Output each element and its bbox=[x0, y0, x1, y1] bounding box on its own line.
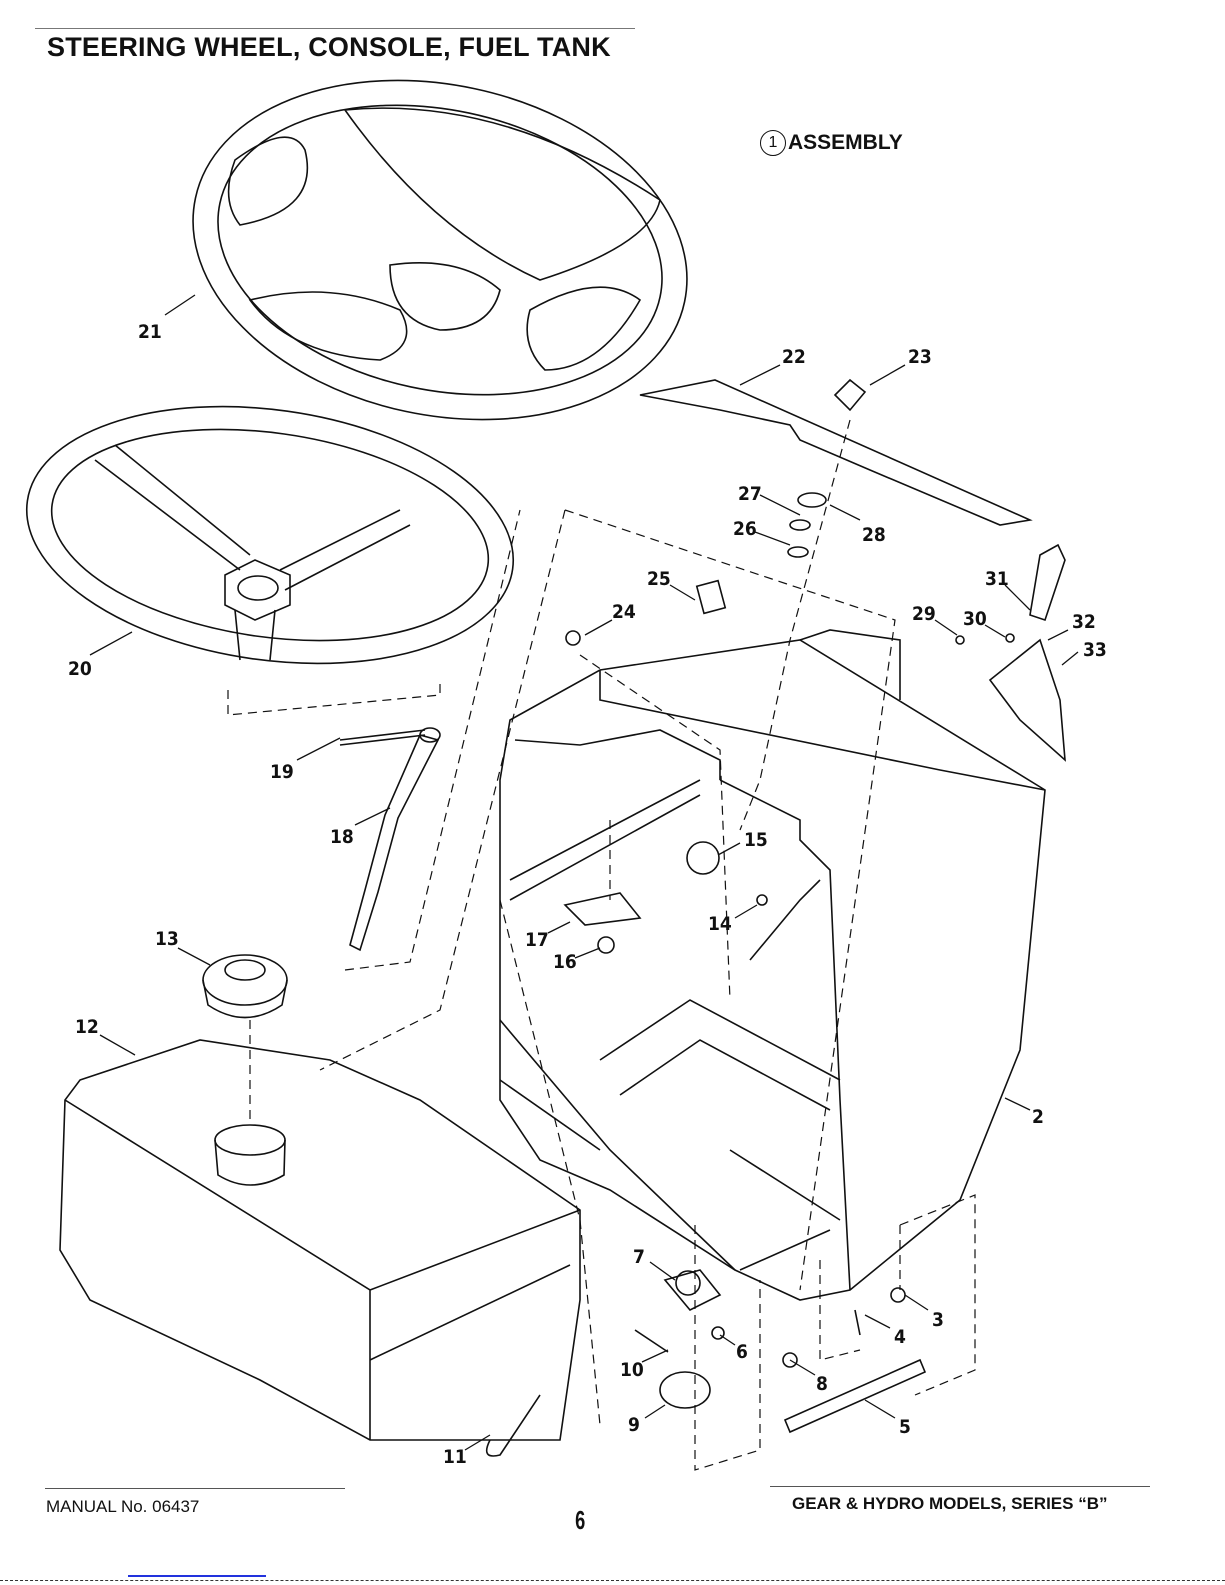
callout-33: 33 bbox=[1083, 639, 1107, 661]
footer-rule-right bbox=[770, 1486, 1150, 1487]
callout-5: 5 bbox=[899, 1416, 911, 1438]
fuel-cap-13 bbox=[203, 955, 287, 1018]
fuel-tank-12 bbox=[60, 1020, 580, 1440]
callout-25: 25 bbox=[647, 568, 671, 590]
callout-15: 15 bbox=[744, 829, 768, 851]
callout-21: 21 bbox=[138, 321, 162, 343]
callout-6: 6 bbox=[736, 1341, 748, 1363]
callout-26: 26 bbox=[733, 518, 757, 540]
models-series: GEAR & HYDRO MODELS, SERIES “B” bbox=[792, 1494, 1107, 1514]
callout-30: 30 bbox=[963, 608, 987, 630]
callout-31: 31 bbox=[985, 568, 1009, 590]
leader-lines bbox=[90, 295, 1078, 1450]
page-bottom-edge bbox=[0, 1580, 1225, 1581]
callout-13: 13 bbox=[155, 928, 179, 950]
callout-10: 10 bbox=[620, 1359, 644, 1381]
callout-24: 24 bbox=[612, 601, 636, 623]
callout-28: 28 bbox=[862, 524, 886, 546]
callout-11: 11 bbox=[443, 1446, 467, 1468]
callout-8: 8 bbox=[816, 1373, 828, 1395]
steering-shaft bbox=[340, 510, 520, 970]
callout-29: 29 bbox=[912, 603, 936, 625]
callout-32: 32 bbox=[1072, 611, 1096, 633]
callout-12: 12 bbox=[75, 1016, 99, 1038]
callout-19: 19 bbox=[270, 761, 294, 783]
callout-9: 9 bbox=[628, 1414, 640, 1436]
manual-number: MANUAL No. 06437 bbox=[46, 1497, 199, 1517]
callout-23: 23 bbox=[908, 346, 932, 368]
panel-22 bbox=[640, 380, 1030, 525]
callout-2: 2 bbox=[1032, 1106, 1044, 1128]
link-underline bbox=[128, 1575, 266, 1577]
callout-20: 20 bbox=[68, 658, 92, 680]
small-parts bbox=[487, 380, 1065, 1456]
callout-4: 4 bbox=[894, 1326, 906, 1348]
callout-14: 14 bbox=[708, 913, 732, 935]
callout-16: 16 bbox=[553, 951, 577, 973]
callout-17: 17 bbox=[525, 929, 549, 951]
callout-7: 7 bbox=[633, 1246, 645, 1268]
callout-18: 18 bbox=[330, 826, 354, 848]
callout-27: 27 bbox=[738, 483, 762, 505]
callout-3: 3 bbox=[932, 1309, 944, 1331]
footer-rule-left bbox=[45, 1488, 345, 1489]
callout-22: 22 bbox=[782, 346, 806, 368]
steering-wheel-21 bbox=[161, 37, 719, 464]
page-number: 6 bbox=[575, 1505, 585, 1536]
